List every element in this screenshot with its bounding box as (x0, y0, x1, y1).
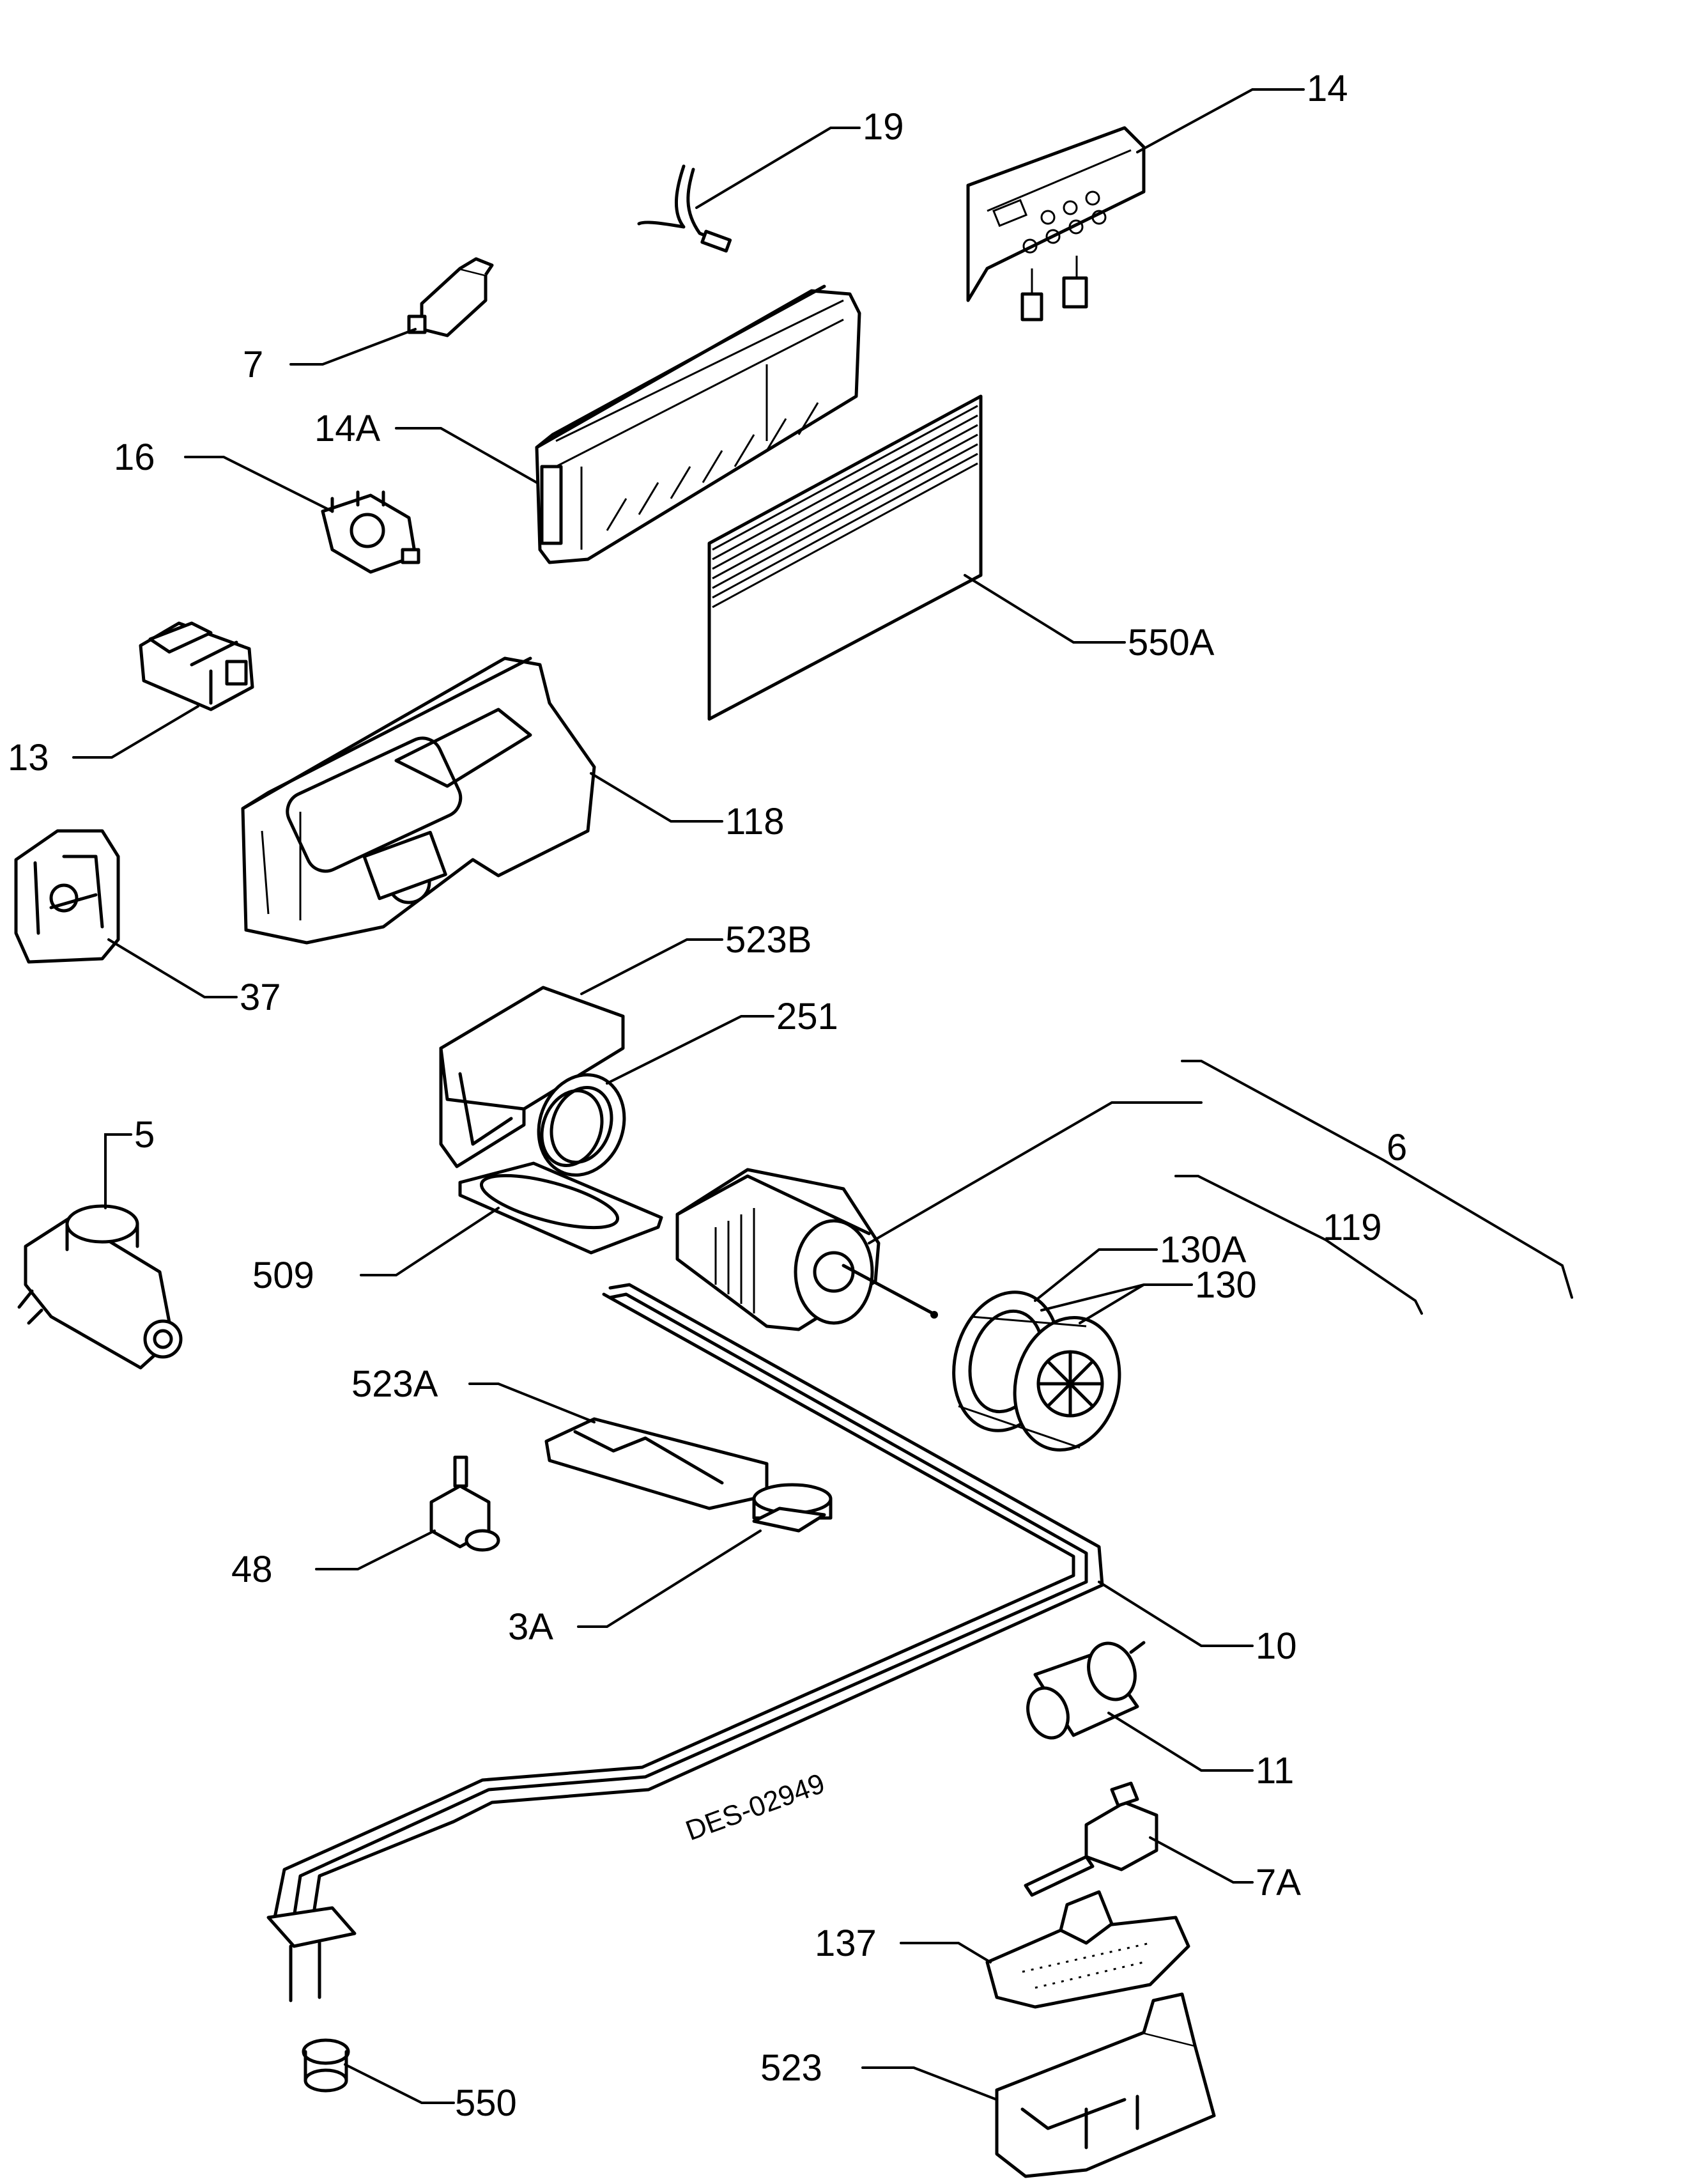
part-16-rotary-switch (321, 490, 420, 574)
callout-523B: 523B (725, 919, 811, 961)
leader-118 (590, 772, 723, 823)
part-523A-bracket (544, 1417, 769, 1510)
part-251-gasket (537, 1073, 626, 1177)
leader-14 (1136, 88, 1305, 153)
part-523-housing (995, 1992, 1216, 2178)
part-523B-frame (439, 986, 625, 1168)
part-14-control-panel (966, 126, 1146, 321)
leader-3A (577, 1530, 762, 1628)
leader-6-motor (868, 1101, 1203, 1244)
part-11-capacitor (1026, 1641, 1146, 1740)
callout-137: 137 (815, 1923, 877, 1964)
leader-523A (468, 1382, 596, 1423)
part-7A-microswitch (1024, 1781, 1158, 1897)
leader-523B (580, 938, 723, 995)
leader-5 (104, 1133, 132, 1209)
callout-37: 37 (240, 977, 281, 1018)
leader-14A (395, 427, 538, 484)
callout-550: 550 (455, 2082, 517, 2124)
leader-19 (695, 127, 861, 209)
callout-509: 509 (252, 1255, 314, 1296)
part-6-motor (675, 1168, 938, 1331)
part-10-heating-element (266, 1283, 1104, 2002)
leader-16 (184, 456, 334, 513)
part-13-relay (139, 621, 254, 711)
leader-137 (900, 1942, 992, 1963)
part-137-float (985, 1890, 1190, 2009)
part-550-plug (302, 2038, 350, 2093)
leader-48 (315, 1530, 436, 1570)
leader-550A (964, 574, 1126, 644)
part-7-switch (407, 257, 494, 337)
leader-10 (1098, 1581, 1254, 1647)
part-37-door-lock (14, 829, 120, 964)
leader-13 (72, 705, 199, 759)
leader-130 (1040, 1283, 1193, 1324)
callout-7A: 7A (1256, 1862, 1301, 1903)
callout-14A: 14A (314, 408, 381, 449)
callout-13: 13 (8, 737, 49, 778)
leader-130A (1034, 1248, 1158, 1302)
part-48-pressure-switch (429, 1455, 500, 1552)
callout-119: 119 (1323, 1207, 1381, 1248)
callout-251: 251 (776, 996, 838, 1037)
leader-7 (289, 328, 417, 366)
leader-509 (360, 1207, 500, 1276)
callout-3A: 3A (508, 1606, 553, 1648)
callout-7: 7 (243, 344, 263, 385)
callout-6: 6 (1387, 1127, 1407, 1168)
callout-19: 19 (863, 106, 904, 148)
bracket-119 (1174, 1175, 1423, 1315)
part-550A-panel-plate (707, 394, 983, 721)
leader-37 (107, 938, 238, 998)
part-5-inlet-valve (17, 1204, 183, 1370)
part-118-dispenser (241, 656, 596, 945)
callout-48: 48 (231, 1549, 273, 1590)
callout-130A: 130A (1160, 1229, 1247, 1271)
callout-14: 14 (1307, 68, 1348, 109)
drawing-code: DES-02949 (682, 1768, 829, 1847)
callout-118: 118 (725, 801, 784, 842)
callout-130: 130 (1195, 1264, 1257, 1306)
part-130-pump (952, 1290, 1121, 1452)
leader-251 (606, 1015, 774, 1085)
part-3A-thermostat (752, 1483, 833, 1533)
bracket-6 (1181, 1060, 1573, 1299)
callout-5: 5 (134, 1114, 155, 1156)
leader-523 (861, 2066, 998, 2101)
part-14A-control-housing (535, 284, 861, 564)
callout-11: 11 (1256, 1750, 1294, 1792)
leader-550 (344, 2063, 455, 2104)
callout-10: 10 (1256, 1625, 1297, 1667)
callout-523: 523 (760, 2047, 822, 2089)
part-509-base-plate (458, 1161, 663, 1255)
leader-7A (1149, 1836, 1254, 1884)
leader-11 (1107, 1712, 1254, 1772)
callout-16: 16 (114, 437, 155, 478)
callout-523A: 523A (351, 1363, 438, 1405)
part-19-probe (637, 164, 732, 253)
callout-550A: 550A (1128, 622, 1215, 663)
